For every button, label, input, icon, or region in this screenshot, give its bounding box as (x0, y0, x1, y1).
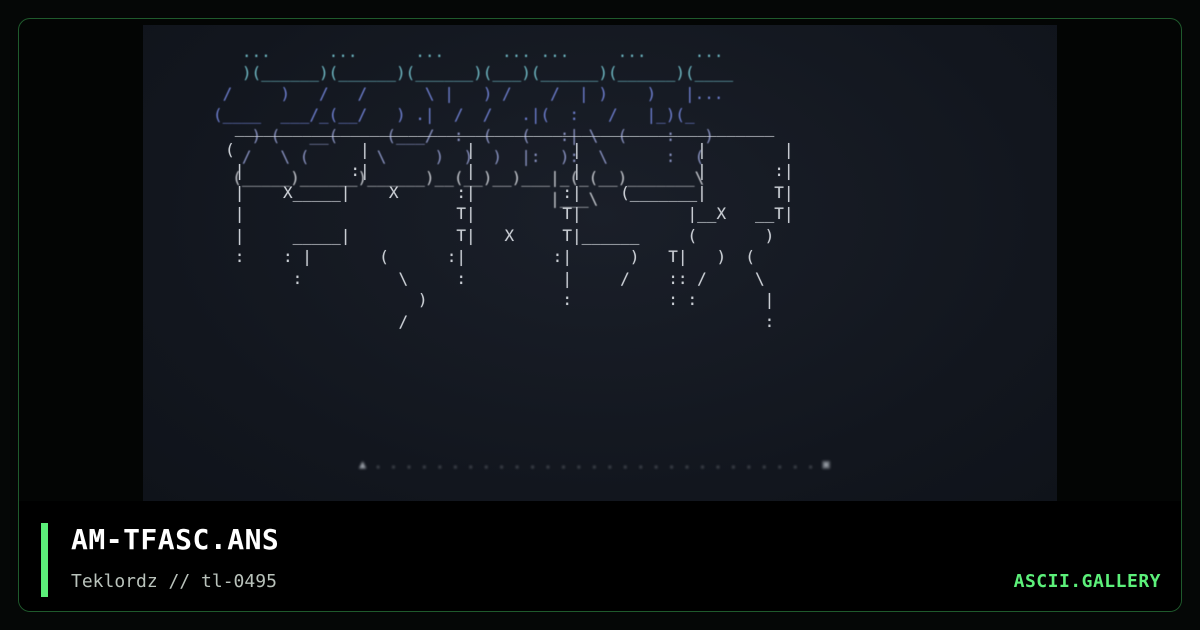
info-bar: AM-TFASC.ANS Teklordz // tl-0495 ASCII.G… (19, 501, 1181, 611)
accent-bar (41, 523, 48, 597)
preview-card: ... ... ... ... ... ... ... )(______)(__… (18, 18, 1182, 612)
site-brand[interactable]: ASCII.GALLERY (1013, 571, 1161, 592)
artwork-title: AM-TFASC.ANS (71, 523, 280, 556)
artwork-text-ascii: ________________________________________… (225, 118, 794, 331)
artwork-subtitle: Teklordz // tl-0495 (71, 571, 277, 592)
artwork-footer-text: ▲ . . . . . . . . . . . . . . . . . . . … (359, 457, 831, 471)
artwork-logo-ascii: ... ... ... ... ... ... ... )(______)(__… (213, 42, 734, 208)
ansi-artwork: ... ... ... ... ... ... ... )(______)(__… (143, 25, 1057, 501)
